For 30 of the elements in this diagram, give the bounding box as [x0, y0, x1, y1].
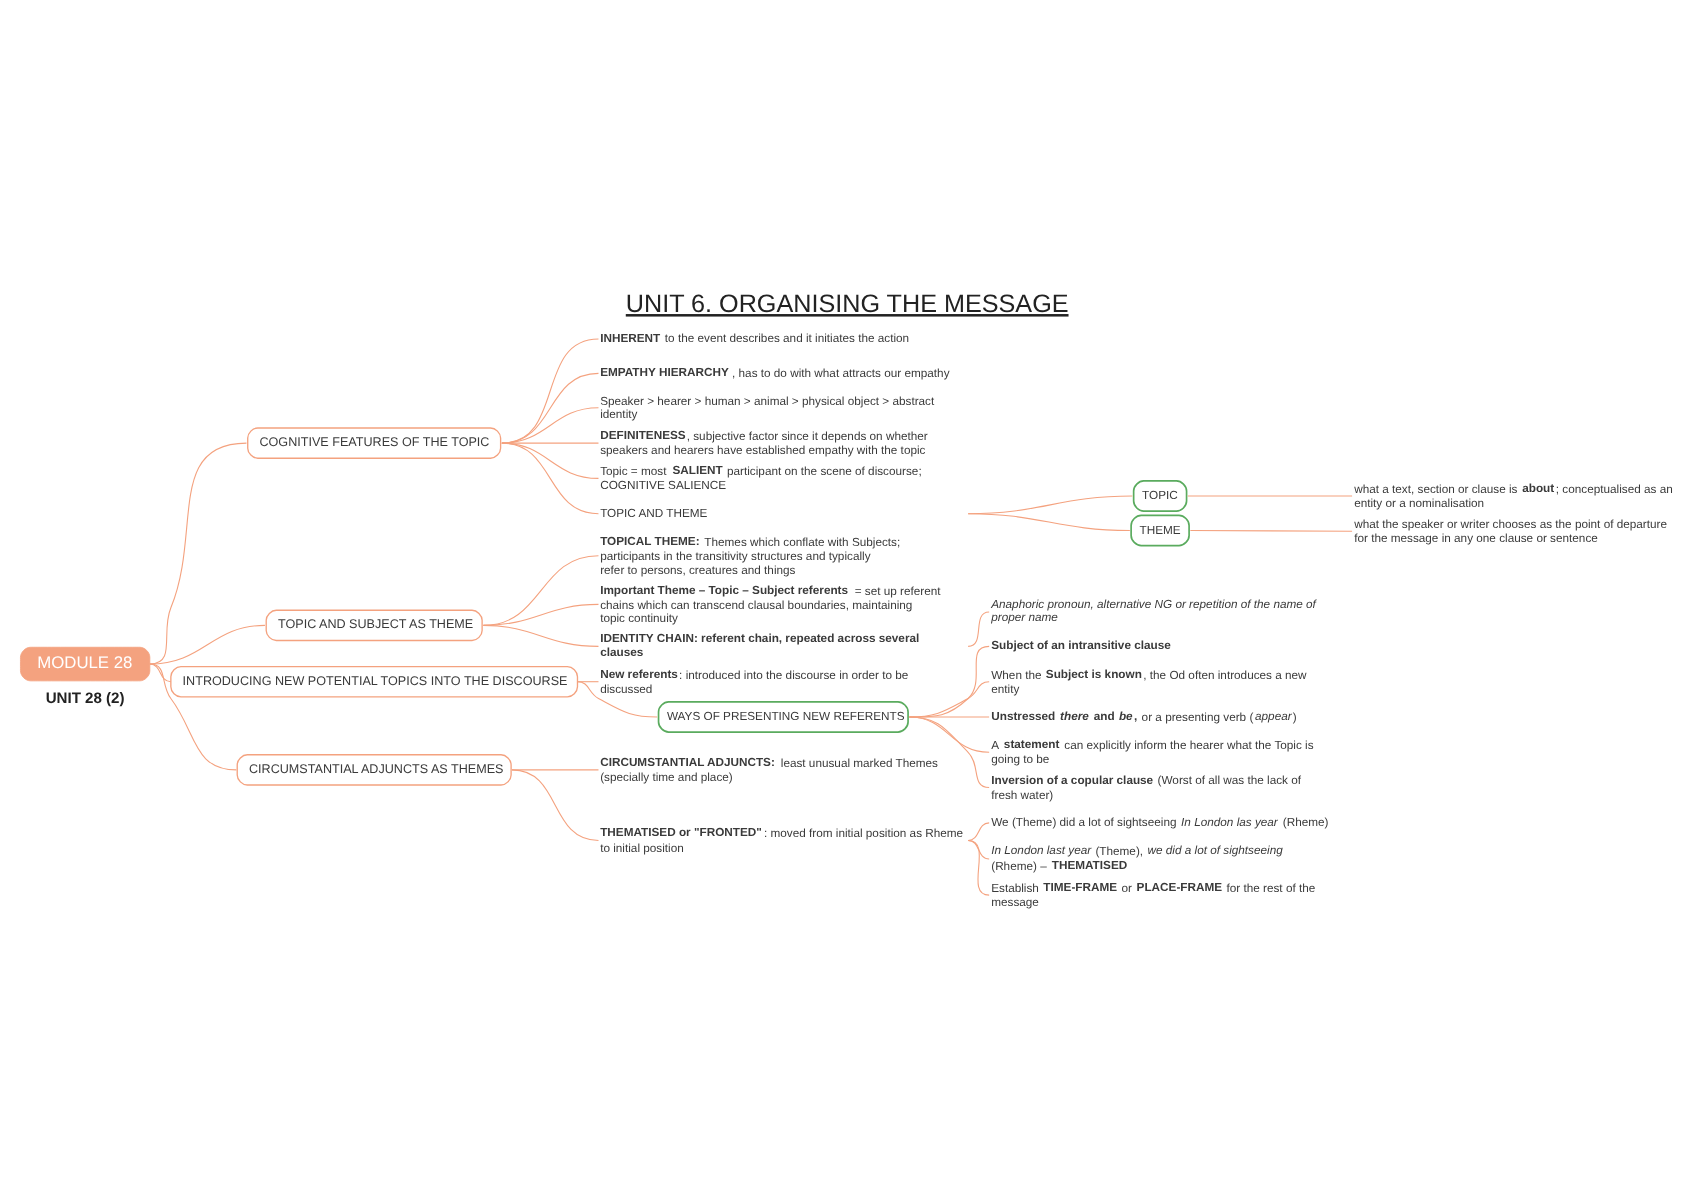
- connector: [967, 838, 990, 859]
- diagram-title: UNIT 6. ORGANISING THE MESSAGE: [625, 289, 1069, 318]
- connector: [908, 715, 990, 717]
- connector: [149, 662, 237, 770]
- connector: [576, 680, 600, 682]
- connector: [908, 715, 990, 752]
- connector: [967, 838, 990, 895]
- connector: [1187, 494, 1353, 496]
- connector: [501, 441, 600, 478]
- connector: [501, 441, 600, 443]
- connector: [511, 768, 600, 770]
- connector: [967, 610, 990, 646]
- connector: [501, 337, 600, 443]
- connector: [967, 512, 1131, 531]
- connector: [1189, 528, 1353, 531]
- label: UNIT 28 (2): [45, 688, 125, 707]
- connector: [501, 371, 600, 443]
- connector: [967, 821, 990, 841]
- connector: [149, 662, 172, 682]
- connector: [511, 768, 600, 841]
- connector: [482, 623, 600, 646]
- connector: [908, 644, 990, 717]
- connector: [576, 680, 658, 717]
- connector: [482, 554, 600, 625]
- connector: [149, 623, 266, 664]
- connector: [501, 406, 600, 443]
- connector: [908, 680, 990, 717]
- node-box: MODULE 28: [20, 645, 151, 681]
- connector: [908, 715, 990, 788]
- connector: [501, 441, 600, 514]
